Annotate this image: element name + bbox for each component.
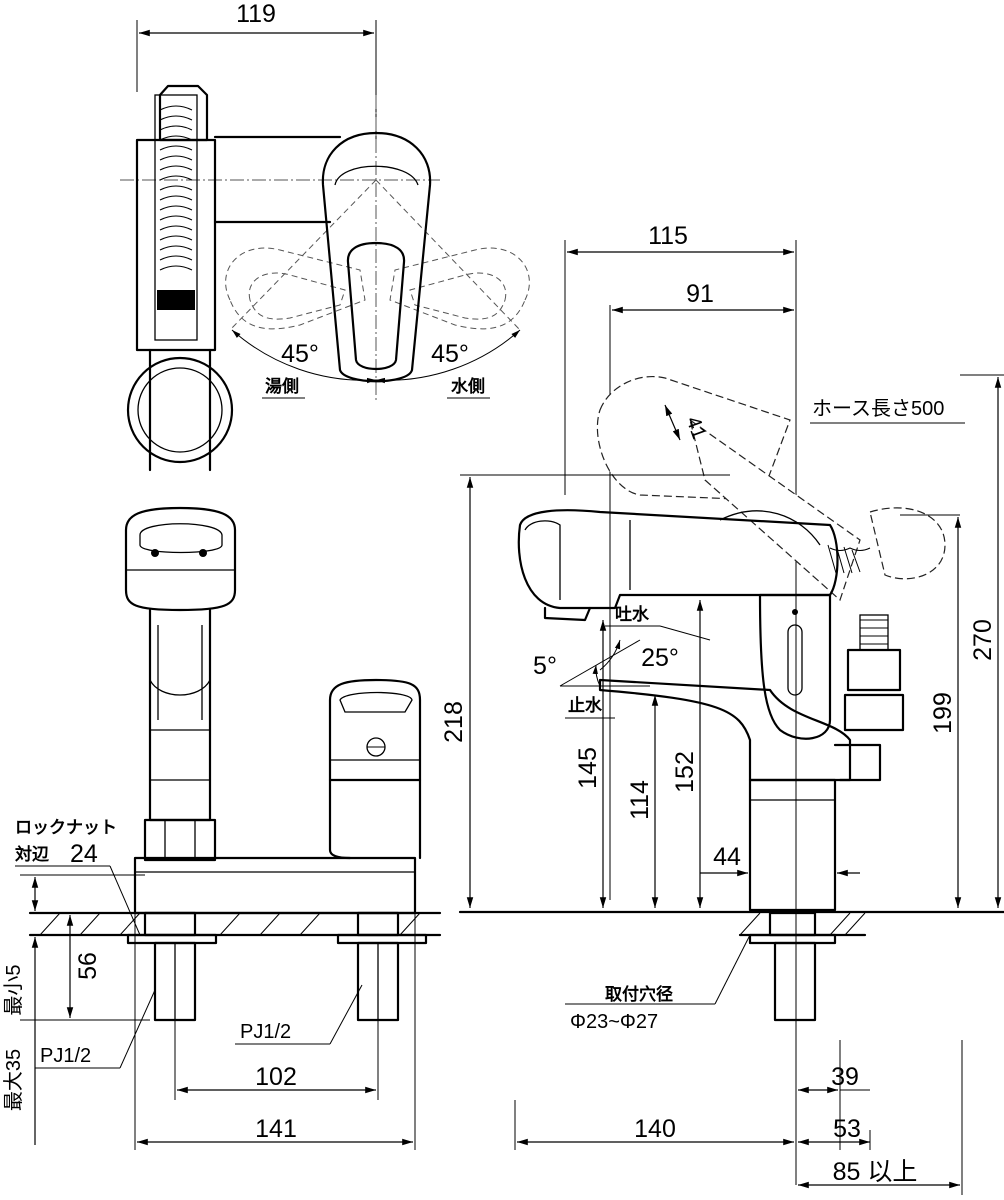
countertop-hatch-front (39, 912, 421, 936)
dim-53: 53 (833, 1115, 861, 1143)
spray-head-front (124, 506, 237, 612)
faucet-body-front (133, 856, 417, 915)
countertop-hatch-side (739, 912, 866, 936)
hose-connector (846, 648, 902, 692)
angle-5: 5° (533, 652, 557, 680)
dim-44: 44 (713, 843, 741, 871)
dim-102: 102 (255, 1063, 297, 1091)
dim-141: 141 (255, 1115, 297, 1143)
lever-ghost-hot (225, 247, 366, 330)
mounting-hole-range: Φ23~Φ27 (570, 1011, 658, 1033)
hose-coil-side (827, 544, 861, 574)
spray-head-ghost (596, 376, 946, 602)
across-flats-label: 対辺 (14, 844, 49, 864)
dim-39: 39 (831, 1063, 859, 1091)
side-view: 115 91 41 ホース長さ500 (440, 222, 1004, 1195)
thread-right: PJ1/2 (240, 1021, 291, 1043)
dim-114: 114 (626, 780, 654, 820)
hose-grip (157, 290, 195, 310)
spout-label: 吐水 (615, 604, 650, 624)
angle-25: 25° (641, 644, 679, 672)
lever-front (328, 678, 422, 782)
hose-length: ホース長さ500 (812, 398, 944, 420)
lock-nut-top (143, 818, 217, 862)
dim-119: 119 (236, 0, 276, 28)
body-column-side (748, 778, 837, 912)
hose-nut-top (158, 84, 209, 142)
top-view: 119 (120, 0, 530, 472)
lever-ghost-cold (389, 247, 530, 330)
spray-head-side (517, 509, 839, 610)
dim-115: 115 (648, 222, 688, 250)
handle-body-top (135, 138, 217, 352)
dim-199: 199 (929, 692, 957, 734)
dim-91: 91 (686, 280, 714, 308)
dim-85: 85 以上 (833, 1158, 918, 1186)
mounting-hole-label: 取付穴径 (605, 984, 673, 1004)
angle-hot: 45° (281, 340, 319, 368)
dim-max-35: 最大35 (2, 1049, 25, 1111)
thread-left: PJ1/2 (40, 1045, 91, 1067)
dim-270: 270 (969, 619, 997, 661)
hot-side-label: 湯側 (265, 376, 299, 396)
front-view: ロックナット 対辺 24 56 最大35 最小5 PJ1/2 PJ1/2 102… (2, 506, 442, 1150)
stop-label: 止水 (568, 695, 603, 715)
dim-56: 56 (74, 952, 102, 980)
cold-side-label: 水側 (451, 376, 485, 396)
dim-min-5: 最小5 (2, 964, 25, 1015)
dim-218: 218 (440, 701, 468, 743)
dim-152: 152 (671, 751, 699, 793)
dim-140: 140 (634, 1115, 676, 1143)
hose-spring (159, 105, 193, 271)
locknut-label: ロックナット (15, 818, 117, 837)
across-flats-value: 24 (70, 840, 98, 868)
spout-side (598, 678, 852, 782)
angle-cold: 45° (431, 340, 469, 368)
shank-side (773, 941, 817, 1022)
spray-head-top (126, 356, 234, 464)
dim-145: 145 (574, 747, 602, 789)
